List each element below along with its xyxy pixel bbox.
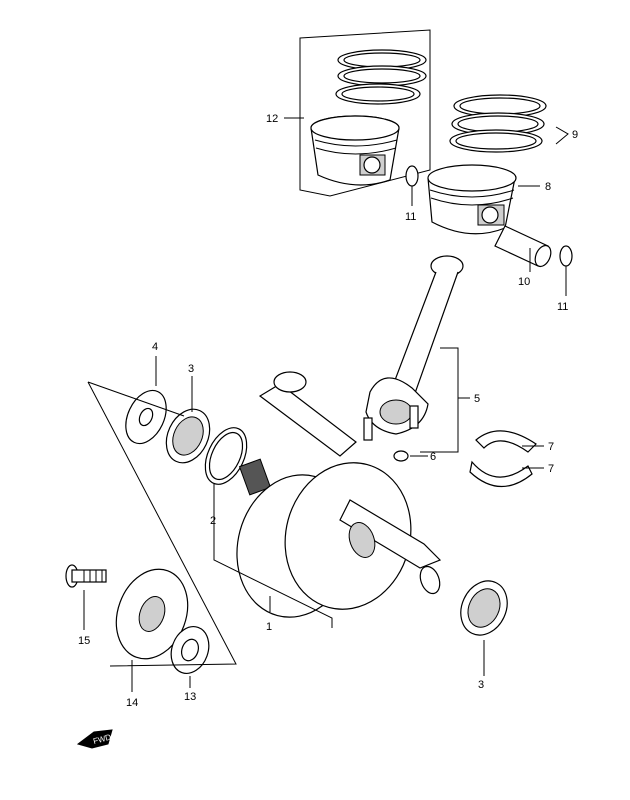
crankshaft [236, 371, 442, 618]
piston-boxed [310, 115, 400, 186]
callout-3-left: 3 [188, 363, 194, 375]
callout-11-lower: 11 [557, 301, 568, 313]
leader-lines [83, 117, 569, 692]
callout-13: 13 [184, 691, 196, 703]
piston [427, 164, 517, 235]
callout-11-upper: 11 [405, 211, 416, 223]
callout-9: 9 [572, 129, 578, 141]
primary-drive-gear [115, 568, 189, 660]
circlip-lower [559, 245, 573, 267]
callout-2: 2 [210, 515, 216, 527]
callout-8: 8 [545, 181, 551, 193]
circlip-upper [405, 165, 419, 187]
callout-15: 15 [78, 635, 90, 647]
callout-labels: 12 9 8 11 10 11 4 3 5 6 7 7 2 1 15 3 13 … [78, 113, 578, 709]
callout-3-right: 3 [478, 679, 484, 691]
main-bearing-right [460, 580, 508, 636]
drive-gear-small [170, 626, 210, 674]
shim [204, 427, 248, 485]
callout-4: 4 [152, 341, 158, 353]
callout-7-upper: 7 [548, 441, 554, 453]
thrust-washer [125, 389, 167, 445]
connecting-rod [363, 255, 464, 441]
piston-rings-loose [449, 94, 547, 153]
callout-1: 1 [266, 621, 272, 633]
rod-nut [393, 450, 409, 462]
callout-10: 10 [518, 276, 530, 288]
piston-rings-boxed [335, 49, 427, 105]
big-end-bearings [469, 430, 537, 488]
callout-12: 12 [266, 113, 278, 125]
bolt [65, 564, 107, 588]
callout-7-lower: 7 [548, 463, 554, 475]
callout-5: 5 [474, 393, 480, 405]
piston-pin [494, 225, 552, 268]
crankshaft-group-outline [87, 381, 237, 667]
callout-14: 14 [126, 697, 138, 709]
forward-arrow-icon: FWD [76, 729, 113, 749]
main-bearing-left [165, 408, 211, 464]
callout-6: 6 [430, 451, 436, 463]
